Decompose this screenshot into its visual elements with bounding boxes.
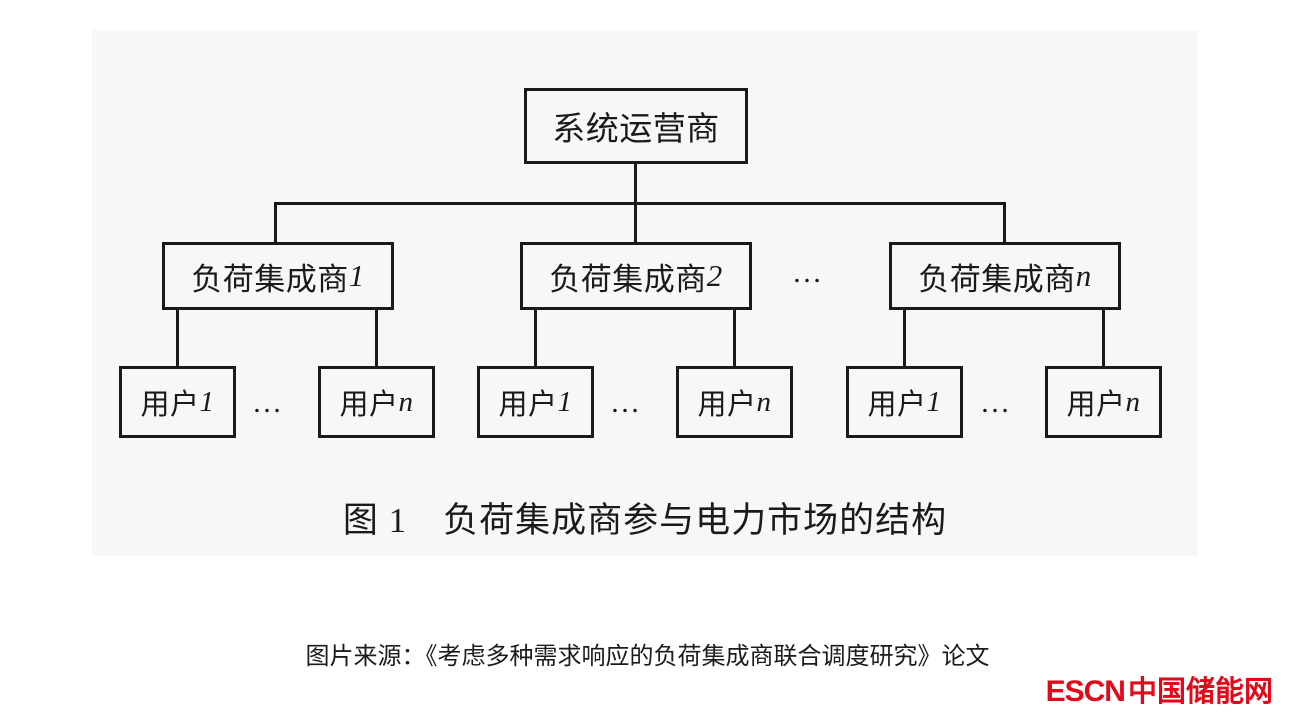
node-aggregator-n-label: 负荷集成商 (918, 261, 1076, 297)
ellipsis-user-group1: … (252, 386, 286, 419)
ellipsis-user-group2: … (610, 386, 644, 419)
node-system-operator: 系统运营商 (524, 88, 748, 164)
node-aggregator-2-index: 2 (706, 258, 723, 293)
node-aggregator-1-label: 负荷集成商 (191, 261, 349, 297)
node-user-groupn-first-index: 1 (926, 385, 942, 418)
node-user-groupn-last-label: 用户 (1066, 389, 1126, 421)
connector-drop-aggregator-n (1003, 202, 1006, 244)
node-user-group2-first-label: 用户 (498, 389, 558, 421)
escn-logo-chinese: 中国储能网 (1127, 676, 1273, 708)
figure-caption: 图 1 负荷集成商参与电力市场的结构 (92, 492, 1198, 543)
connector-aggregator-n-user-n (1102, 308, 1105, 368)
image-source-line: 图片来源：《考虑多种需求响应的负荷集成商联合调度研究》论文 (305, 643, 990, 670)
escn-watermark-logo: ESCN 中国储能网 (1046, 668, 1273, 710)
node-aggregator-2-label: 负荷集成商 (549, 261, 707, 297)
node-user-group2-last-index: n (756, 385, 772, 418)
ellipsis-aggregators: … (792, 256, 826, 289)
node-user-group1-first-label: 用户 (140, 389, 200, 421)
connector-operator-stem (634, 164, 637, 204)
node-aggregator-n-index: n (1075, 258, 1092, 293)
connector-drop-aggregator-2 (634, 202, 637, 244)
connector-aggregator-1-user-n (375, 308, 378, 368)
figure-caption-title: 负荷集成商参与电力市场的结构 (443, 501, 948, 540)
node-user-groupn-first-label: 用户 (867, 389, 927, 421)
connector-horizontal-bus (274, 202, 1006, 205)
node-user-group2-last-label: 用户 (697, 389, 757, 421)
node-user-group1-last-label: 用户 (339, 389, 399, 421)
node-aggregator-1-index: 1 (348, 258, 365, 293)
escn-logo-latin: ESCN (1045, 675, 1126, 708)
connector-drop-aggregator-1 (274, 202, 277, 244)
node-user-groupn-last-index: n (1125, 385, 1141, 418)
connector-aggregator-1-user-1 (176, 308, 179, 368)
node-system-operator-label: 系统运营商 (552, 112, 720, 148)
ellipsis-user-groupn: … (980, 386, 1014, 419)
figure-caption-label: 图 1 (342, 501, 408, 540)
connector-aggregator-n-user-1 (903, 308, 906, 368)
node-user-group1-first-index: 1 (199, 385, 215, 418)
node-user-group2-first-index: 1 (557, 385, 573, 418)
connector-aggregator-2-user-n (733, 308, 736, 368)
connector-aggregator-2-user-1 (534, 308, 537, 368)
node-user-group1-last-index: n (398, 385, 414, 418)
